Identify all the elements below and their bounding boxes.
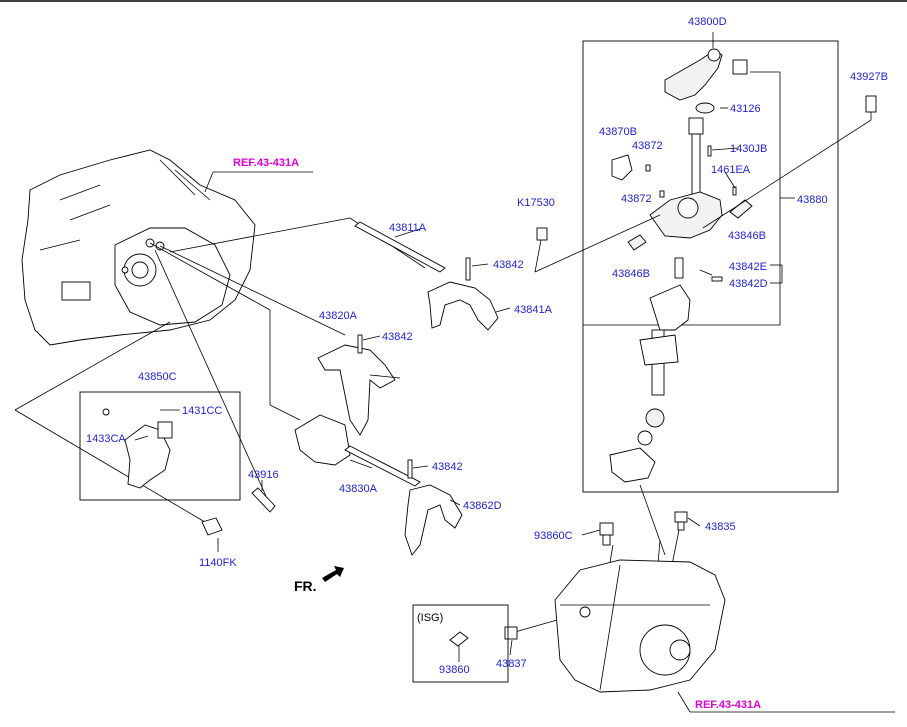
- shift-rail-43811a: [354, 221, 446, 273]
- washer-43126: [695, 102, 715, 114]
- shift-rail-43820a: [317, 334, 401, 436]
- label-43842-b: 43842: [382, 331, 413, 343]
- shift-rail-43830a: [294, 414, 421, 487]
- label-43850c: 43850C: [138, 371, 177, 383]
- ref-label-bottom[interactable]: REF.43-431A: [695, 699, 761, 711]
- label-43872-top: 43872: [632, 140, 663, 152]
- plug-k17530: [536, 227, 548, 241]
- label-43916: 43916: [248, 469, 279, 481]
- label-93860c: 93860C: [534, 530, 573, 542]
- detent-assembly-box: [79, 391, 241, 501]
- label-43880: 43880: [797, 194, 828, 206]
- ref-bottom-leader-2: [677, 691, 691, 713]
- plug-43835: [674, 511, 688, 531]
- label-isg: (ISG): [417, 612, 443, 624]
- label-k17530: K17530: [517, 197, 555, 209]
- front-arrow: [322, 566, 344, 582]
- pins-43842e-43842d: [699, 269, 723, 282]
- label-93860: 93860: [439, 664, 470, 676]
- bolt-1140fk: [201, 517, 223, 552]
- label-43846b-right: 43846B: [728, 230, 766, 242]
- label-43800d: 43800D: [688, 16, 727, 28]
- label-43837: 43837: [496, 658, 527, 670]
- control-shaft-upper: [649, 117, 723, 239]
- sensor-93860c: [599, 522, 614, 546]
- label-43811a: 43811A: [389, 222, 427, 234]
- label-43870b: 43870B: [599, 126, 637, 138]
- label-43842-c: 43842: [432, 461, 463, 473]
- label-1433ca: 1433CA: [86, 433, 126, 445]
- label-1461ea: 1461EA: [711, 164, 751, 176]
- label-43820a: 43820A: [319, 310, 358, 322]
- control-lever-43800d: [664, 32, 748, 101]
- label-43835: 43835: [705, 521, 736, 533]
- label-43927b: 43927B: [850, 71, 888, 83]
- ref-label-top[interactable]: REF.43-431A: [233, 157, 299, 169]
- label-leaders: [134, 107, 783, 656]
- label-43842-a: 43842: [493, 259, 524, 271]
- isg-box: [412, 604, 509, 683]
- transmission-housing-lower: [554, 559, 726, 693]
- label-1431cc: 1431CC: [182, 405, 222, 417]
- plug-43837: [504, 626, 518, 640]
- shift-fork-43841a: [427, 257, 499, 331]
- label-43842d: 43842D: [729, 278, 768, 290]
- bolt-43916: [251, 480, 276, 513]
- shift-fork-43862d: [404, 484, 463, 556]
- label-43841a: 43841A: [514, 304, 553, 316]
- plunger-43846b-right: [729, 199, 753, 219]
- control-shaft-lower: [609, 257, 691, 483]
- bolt-43927b: [865, 95, 877, 120]
- bracket-43870b: [611, 154, 633, 181]
- front-label: FR.: [294, 578, 317, 594]
- plunger-43846b-left: [627, 234, 647, 251]
- label-43846b-left: 43846B: [612, 268, 650, 280]
- label-43872-bottom: 43872: [621, 193, 652, 205]
- label-43126: 43126: [730, 103, 761, 115]
- label-1140fk: 1140FK: [199, 557, 237, 569]
- label-43862d: 43862D: [463, 500, 502, 512]
- ref-top-leader-2: [204, 171, 214, 193]
- label-43842e: 43842E: [729, 261, 767, 273]
- label-1430jb: 1430JB: [730, 143, 767, 155]
- transmission-housing-left: [21, 149, 256, 346]
- label-43830a: 43830A: [339, 483, 378, 495]
